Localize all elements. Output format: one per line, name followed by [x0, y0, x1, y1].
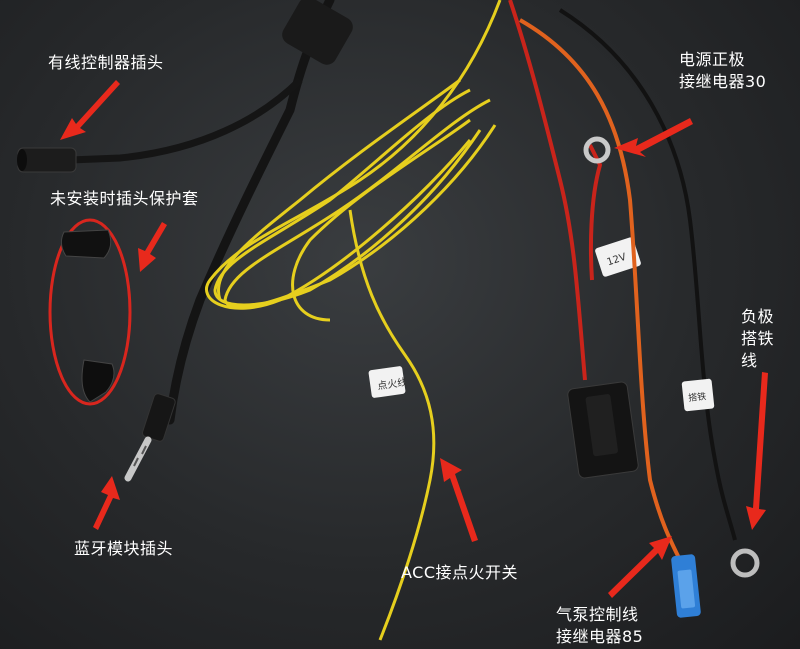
arrow-bluetooth — [93, 476, 120, 530]
black-wire-tag-text: 搭铁 — [688, 390, 707, 404]
label-pump-control: 气泵控制线 接继电器85 — [556, 604, 666, 648]
ring-terminal-ground — [730, 548, 760, 578]
label-ground-line1: 负极 — [741, 307, 775, 326]
label-pump-line1: 气泵控制线 — [556, 605, 639, 624]
black-wire-tag — [681, 378, 715, 412]
label-plug-cover: 未安装时插头保护套 — [50, 189, 199, 208]
red-wire — [508, 0, 587, 381]
label-ground-negative: 负极 搭铁 线 — [741, 306, 781, 372]
arrow-cover — [138, 222, 167, 272]
label-ground-line3: 线 — [741, 351, 758, 370]
label-power-positive: 电源正极 接继电器30 — [679, 49, 789, 93]
ground-black-wire — [558, 8, 737, 541]
yellow-wire-tag-text: 点火线 — [377, 375, 409, 392]
ring-terminal-power — [583, 136, 611, 164]
red-wire-tag — [595, 237, 641, 277]
orange-wire — [519, 18, 682, 561]
plug-cover-circle — [48, 218, 132, 406]
annotation-arrows — [60, 80, 768, 598]
arrow-power — [614, 118, 693, 157]
plug-cover-lower — [81, 359, 115, 403]
arrow-ground — [746, 372, 768, 530]
cable-splitter — [282, 0, 353, 65]
arrow-controller — [60, 80, 120, 140]
label-power-positive-line2: 接继电器30 — [679, 72, 767, 91]
controller-cable — [69, 77, 303, 164]
label-bluetooth-plug: 蓝牙模块插头 — [74, 539, 174, 558]
label-power-positive-line1: 电源正极 — [679, 50, 746, 69]
arrow-pump — [608, 536, 672, 598]
yellow-coiled-wire — [205, 0, 502, 641]
arrow-acc — [440, 458, 478, 542]
bluetooth-plug-body — [141, 393, 176, 442]
label-acc-switch: ACC接点火开关 — [401, 563, 519, 582]
main-black-cable — [165, 0, 335, 425]
label-ground-line2: 搭铁 — [741, 329, 775, 348]
label-pump-line2: 接继电器85 — [556, 627, 644, 646]
label-controller-plug: 有线控制器插头 — [48, 53, 164, 72]
plug-cover-upper — [60, 229, 112, 259]
yellow-wire-tag — [368, 366, 406, 398]
